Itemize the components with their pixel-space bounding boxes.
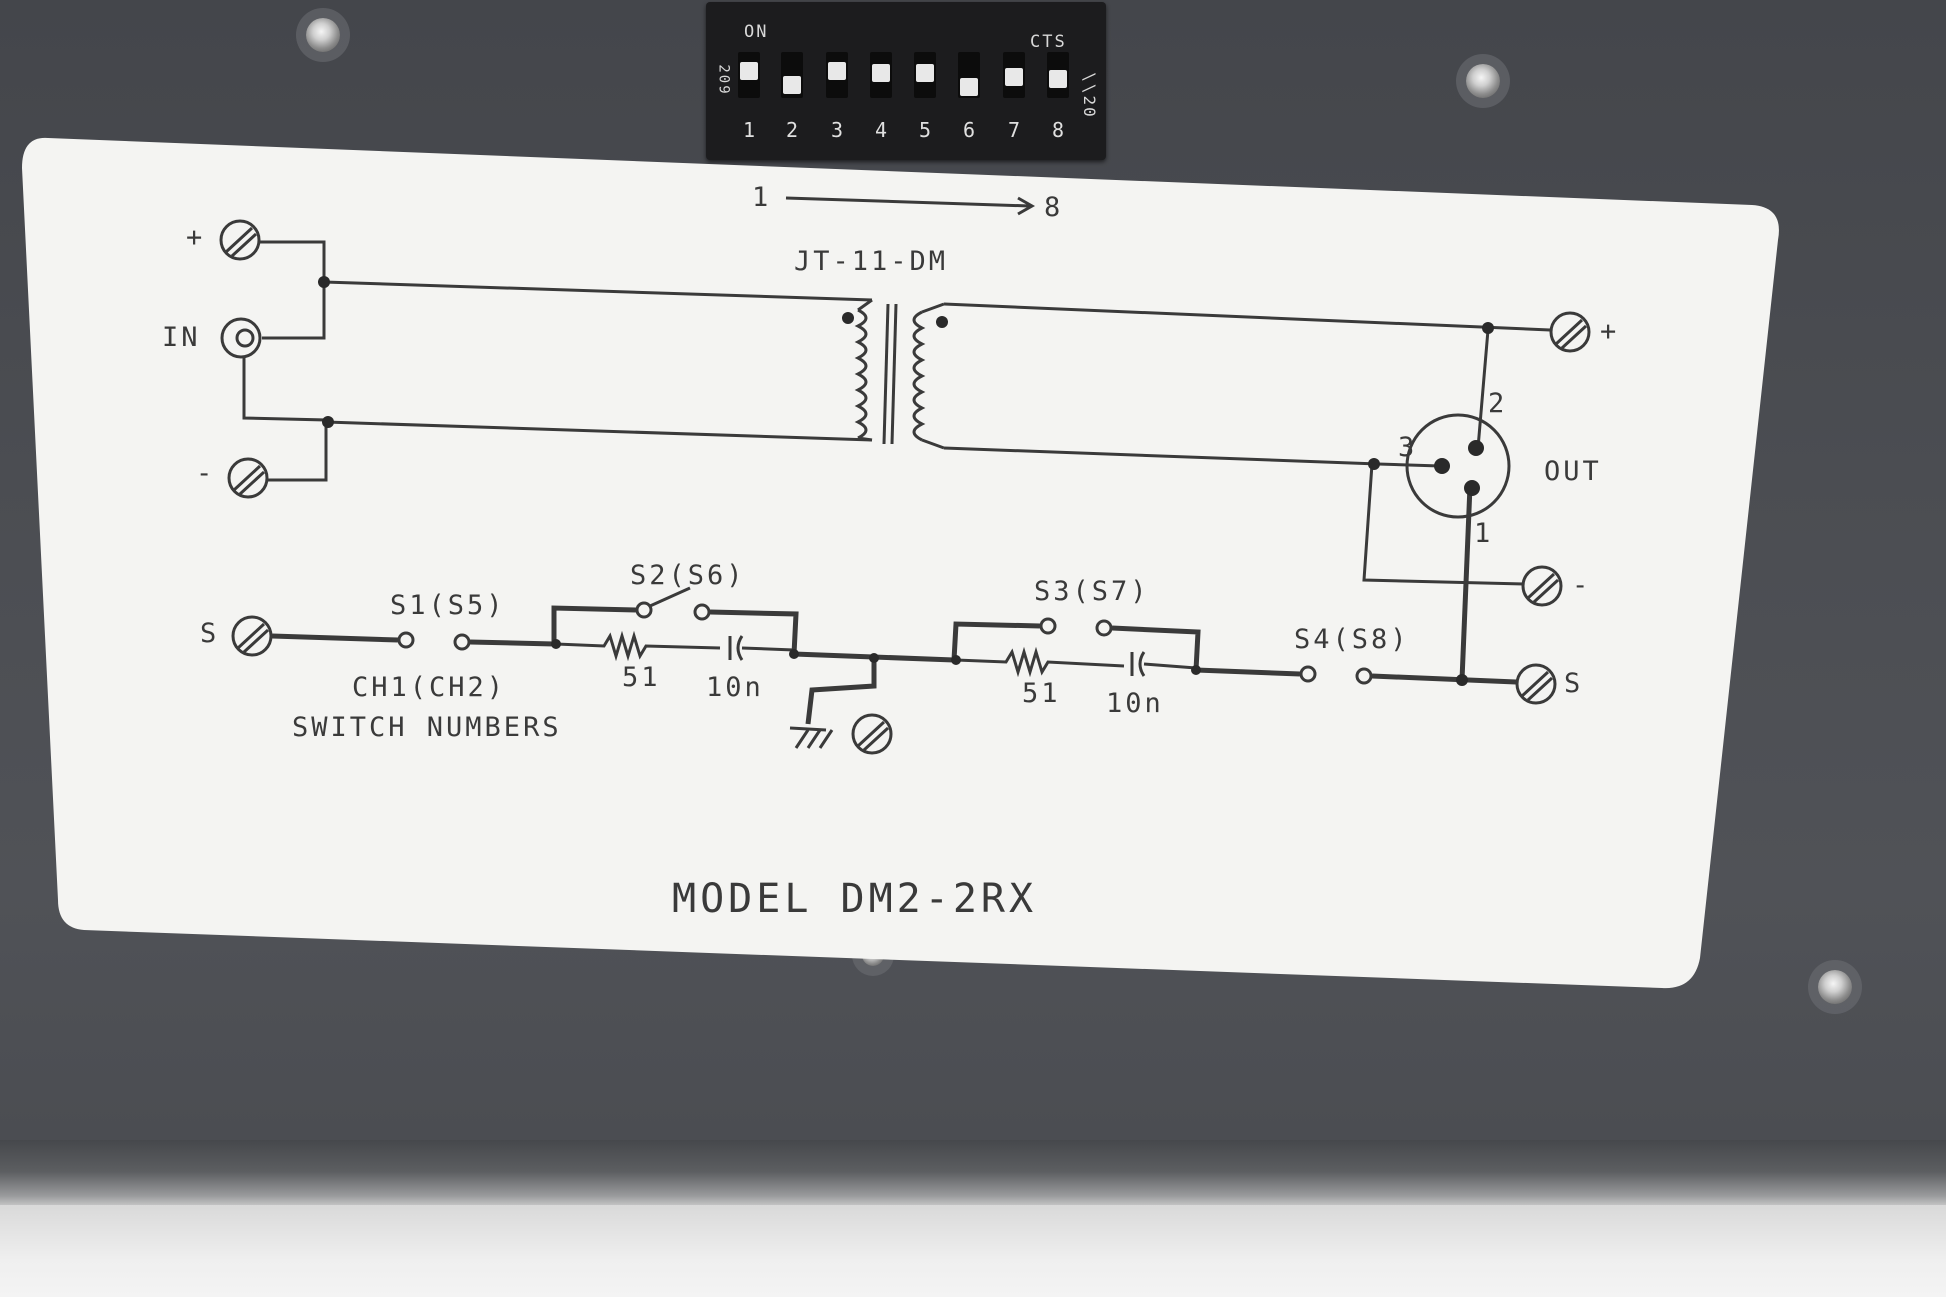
dip-brand-label: CTS bbox=[1030, 32, 1067, 52]
dip-switch-6[interactable] bbox=[958, 52, 980, 98]
dip-switch-number: 6 bbox=[962, 118, 976, 142]
floor-surface bbox=[0, 1205, 1946, 1297]
dip-switch-lever bbox=[1005, 68, 1023, 86]
dip-switch-number: 2 bbox=[785, 118, 799, 142]
dip-switch-2[interactable] bbox=[781, 52, 803, 98]
dip-switch-lever bbox=[828, 62, 846, 80]
dip-switch-5[interactable] bbox=[914, 52, 936, 98]
dip-switch-1[interactable] bbox=[738, 52, 760, 98]
screw-bottom-center bbox=[862, 944, 884, 966]
dip-right-code: \\20 bbox=[1079, 72, 1099, 119]
dip-switch-7[interactable] bbox=[1003, 52, 1025, 98]
dip-switch-number: 3 bbox=[830, 118, 844, 142]
dip-switch-number: 4 bbox=[874, 118, 888, 142]
dip-switch-lever bbox=[960, 78, 978, 96]
dip-switch-lever bbox=[1049, 70, 1067, 88]
dip-switch-3[interactable] bbox=[826, 52, 848, 98]
dip-left-code: 209 bbox=[715, 64, 732, 96]
dip-switch-lever bbox=[916, 64, 934, 82]
screw-top-right bbox=[1466, 64, 1500, 98]
dip-on-label: ON bbox=[744, 22, 769, 42]
dip-switch-4[interactable] bbox=[870, 52, 892, 98]
dip-switch-number: 1 bbox=[742, 118, 756, 142]
dip-switch-lever bbox=[872, 64, 890, 82]
dip-switch-lever bbox=[740, 62, 758, 80]
screw-bottom-right bbox=[1818, 970, 1852, 1004]
dip-switch-lever bbox=[783, 76, 801, 94]
dip-switch: ON CTS 209 \\20 1 2 3 4 5 6 7 8 bbox=[706, 2, 1106, 160]
screw-top-left bbox=[306, 18, 340, 52]
dip-switch-number: 7 bbox=[1007, 118, 1021, 142]
dip-switch-8[interactable] bbox=[1047, 52, 1069, 98]
dip-switch-number: 8 bbox=[1051, 118, 1065, 142]
metal-panel bbox=[0, 0, 1946, 1185]
panel-edge bbox=[0, 1140, 1946, 1210]
dip-switch-number: 5 bbox=[918, 118, 932, 142]
